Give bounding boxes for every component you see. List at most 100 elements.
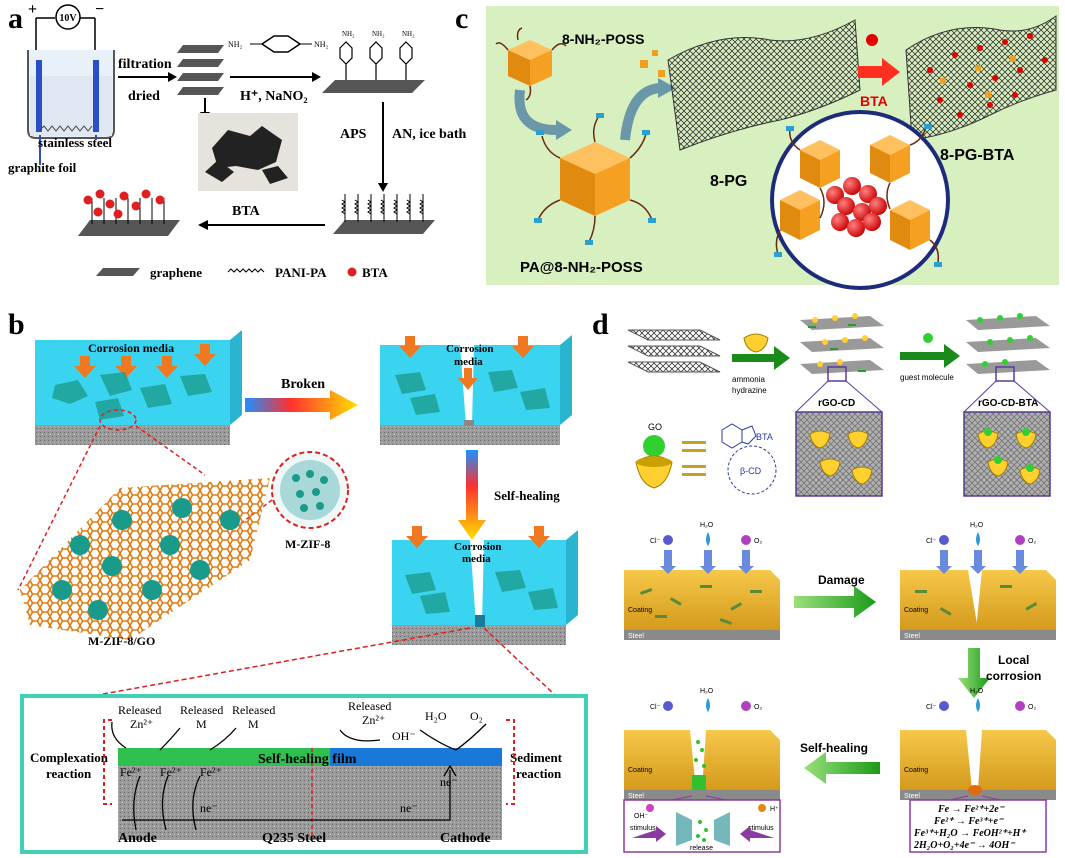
sediment-label: Sediment bbox=[510, 750, 563, 765]
self-healing-label-d: Self-healing bbox=[800, 741, 868, 755]
o2-label: O₂ bbox=[470, 709, 483, 723]
bracket-right bbox=[506, 719, 515, 805]
arrowhead bbox=[556, 120, 572, 140]
dried-label: dried bbox=[128, 89, 160, 104]
zoom-line-d1 bbox=[795, 380, 829, 413]
broken-label: Broken bbox=[281, 377, 325, 392]
an-label: AN, ice bath bbox=[392, 127, 466, 142]
arrowhead bbox=[198, 220, 208, 230]
zn-1: Zn²⁺ bbox=[130, 717, 153, 731]
h2o-4: H₂O bbox=[700, 688, 714, 695]
zoom-line-4 bbox=[91, 627, 471, 697]
equals-bar bbox=[682, 473, 706, 476]
media-top-label: media bbox=[454, 356, 483, 368]
released-4: Released bbox=[348, 699, 391, 713]
damage-arrow bbox=[794, 586, 876, 618]
go-ball bbox=[643, 435, 665, 457]
panel-b-label: b bbox=[8, 308, 25, 341]
bta-legend: BTA bbox=[756, 432, 773, 442]
stim-left: stimulus bbox=[630, 825, 656, 832]
o2-2: O₂ bbox=[1028, 538, 1036, 545]
steel-label-1: Steel bbox=[628, 633, 644, 640]
cl-2: Cl⁻ bbox=[926, 538, 937, 545]
wires bbox=[35, 17, 96, 60]
release-pore-left bbox=[676, 812, 692, 846]
corrosion-label: corrosion bbox=[986, 669, 1041, 683]
steel-label-3: Steel bbox=[904, 793, 920, 800]
ammonia-arrow bbox=[732, 346, 790, 370]
guest-arrow bbox=[900, 344, 960, 368]
rgo-cd-stack bbox=[800, 313, 884, 374]
pg-label: 8-PG bbox=[710, 173, 747, 190]
steel-label-2: Steel bbox=[904, 633, 920, 640]
curve-arrow-2 bbox=[620, 83, 661, 141]
h2o-3: H₂O bbox=[970, 688, 984, 695]
bta-label: BTA bbox=[860, 93, 888, 109]
panel-d: d ammonia hydrazine rGO-CD guest molecul… bbox=[592, 308, 1056, 853]
oh-stim: OH⁻ bbox=[634, 813, 649, 820]
poss-cube-small bbox=[495, 27, 567, 101]
mzif-flakes-bottom bbox=[405, 570, 558, 614]
self-healing-arrow bbox=[458, 450, 486, 540]
ne-1: ne⁻ bbox=[200, 801, 218, 815]
self-healing-label: Self-healing bbox=[494, 488, 560, 503]
m-1: M bbox=[196, 717, 207, 731]
coating-label-4: Coating bbox=[628, 767, 652, 774]
panel-a: a + − 10V stainless steel graphite foil … bbox=[8, 1, 466, 280]
coating-label-1: Coating bbox=[628, 607, 652, 614]
graphite-electrode bbox=[93, 60, 99, 132]
mesh-overlay bbox=[964, 412, 1050, 496]
eq1: Fe → Fe²⁺+2e⁻ bbox=[937, 804, 1006, 815]
zoom-ellipse bbox=[99, 409, 137, 431]
o2-1: O₂ bbox=[754, 538, 762, 545]
stainless-label: stainless steel bbox=[38, 135, 112, 150]
cl-4: Cl⁻ bbox=[650, 704, 661, 711]
zoom-line-2 bbox=[135, 425, 206, 476]
voltage-label: 10V bbox=[59, 13, 77, 24]
callout-line bbox=[705, 795, 727, 801]
coating-corroded bbox=[900, 730, 1056, 800]
bta-ball bbox=[866, 34, 878, 46]
mzif-flakes-right bbox=[395, 370, 550, 415]
legend-bta-swatch bbox=[347, 267, 357, 277]
guest-ball bbox=[923, 333, 933, 343]
coating-label-3: Coating bbox=[904, 767, 928, 774]
oh-label: OH⁻ bbox=[392, 729, 416, 743]
pa-poss-cube bbox=[534, 113, 656, 245]
eq2: Fe²⁺ → Fe³⁺+e⁻ bbox=[933, 816, 1005, 827]
curve-arrow-1 bbox=[514, 89, 557, 135]
sediment bbox=[39, 125, 93, 132]
corrosion-top-label: Corrosion bbox=[446, 343, 493, 355]
arrowhead bbox=[312, 72, 321, 82]
panel-d-label: d bbox=[592, 308, 609, 341]
panel-c: c 8-NH₂-POSS PA@8-NH₂-POSS bbox=[455, 2, 1059, 290]
poss-particles bbox=[640, 50, 665, 77]
media-bottom-label: media bbox=[462, 553, 491, 565]
cup-rim bbox=[636, 457, 672, 467]
mzif-flakes-left bbox=[52, 372, 212, 420]
film-blue bbox=[330, 748, 502, 766]
bracket-left bbox=[103, 719, 112, 805]
minus-sign: − bbox=[95, 1, 104, 18]
callout-line bbox=[671, 795, 693, 801]
rgo-cd-bta-label: rGO-CD-BTA bbox=[978, 398, 1038, 409]
zoom-box-2 bbox=[995, 366, 1015, 382]
broken-arrow bbox=[245, 390, 358, 420]
zoom-line-d3 bbox=[963, 380, 997, 413]
hydrazine-label: hydrazine bbox=[732, 386, 767, 395]
pa-poss-label: PA@8-NH₂-POSS bbox=[520, 259, 643, 276]
panel-b: b Corrosion media Broken bbox=[8, 308, 588, 854]
graphene-stack bbox=[177, 45, 224, 95]
released-3: Released bbox=[232, 703, 275, 717]
bta-guests bbox=[984, 428, 1034, 472]
h-stim: H⁺ bbox=[770, 806, 779, 813]
h2o-label: H₂O bbox=[425, 709, 447, 723]
mzif-label: M-ZIF-8 bbox=[285, 537, 330, 551]
corrosion-media-label: Corrosion media bbox=[88, 341, 174, 355]
go-hex-sheet bbox=[20, 478, 270, 640]
guest-label: guest molecule bbox=[900, 373, 954, 382]
rgo-cd-label: rGO-CD bbox=[818, 398, 855, 409]
bta-label: BTA bbox=[232, 204, 261, 219]
mzif-go-label: M-ZIF-8/GO bbox=[88, 634, 155, 648]
arrowhead bbox=[168, 72, 177, 82]
